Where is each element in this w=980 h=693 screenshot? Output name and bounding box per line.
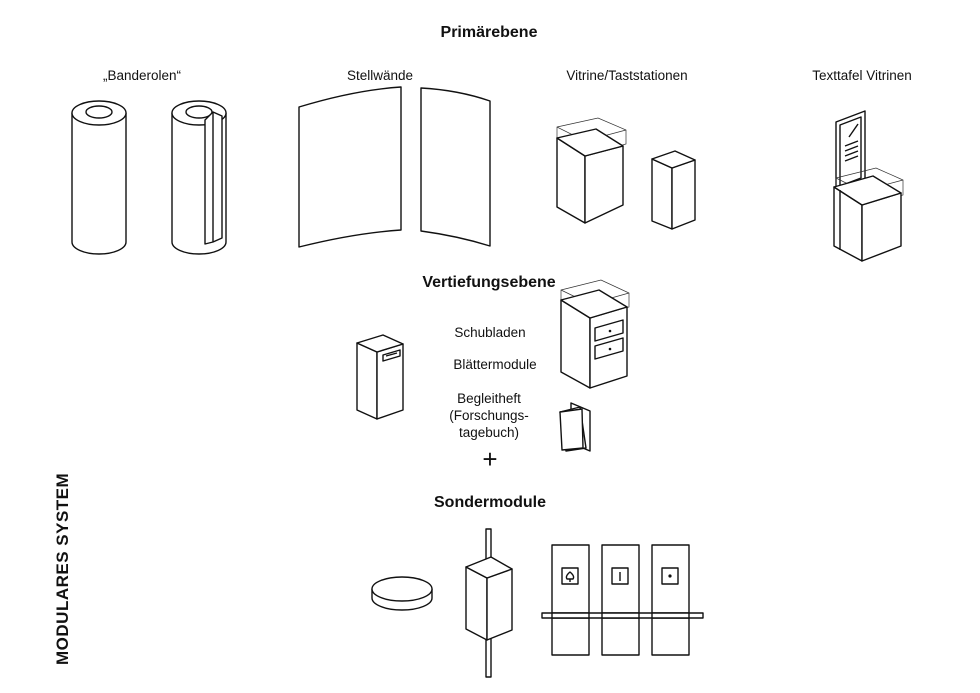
taststation-box [652, 151, 695, 229]
pole-box-icon [466, 529, 512, 677]
plus-sign: + [482, 444, 498, 474]
schubladen-vitrine [561, 280, 629, 388]
begleitheft-line-3: tagebuch) [458, 425, 520, 440]
banderole-rolled [172, 101, 226, 254]
panel-3 [652, 545, 689, 655]
stellwand-right [421, 88, 490, 246]
panel-crossbar [542, 613, 703, 618]
texttafel-vitrine [834, 111, 903, 261]
blaettermodul-box [357, 335, 403, 419]
banderole-cylinder [72, 101, 126, 254]
panel-2 [602, 545, 639, 655]
label-blaettermodule: Blättermodule [453, 357, 537, 372]
heading-primary: Primärebene [440, 24, 538, 41]
begleitheft-booklet [560, 403, 590, 451]
dot-icon [662, 568, 678, 584]
panel-1 [552, 545, 589, 655]
stellwand-left [299, 87, 401, 247]
begleitheft-line-2: (Forschungs- [449, 408, 529, 423]
heading-deepening: Vertiefungsebene [422, 274, 556, 291]
round-disc-icon [372, 577, 432, 610]
label-texttafel: Texttafel Vitrinen [812, 68, 912, 83]
heading-special: Sondermodule [433, 494, 547, 511]
begleitheft-line-1: Begleitheft [457, 391, 521, 406]
label-schubladen: Schubladen [454, 325, 526, 340]
line-icon [612, 568, 628, 584]
vitrine-showcase [557, 118, 626, 223]
label-begleitheft: Begleitheft (Forschungs- tagebuch) [449, 390, 529, 441]
label-banderolen: „Banderolen“ [102, 68, 182, 83]
label-vitrine: Vitrine/Taststationen [566, 68, 688, 83]
tree-icon [562, 568, 578, 584]
label-stellwaende: Stellwände [346, 68, 414, 83]
